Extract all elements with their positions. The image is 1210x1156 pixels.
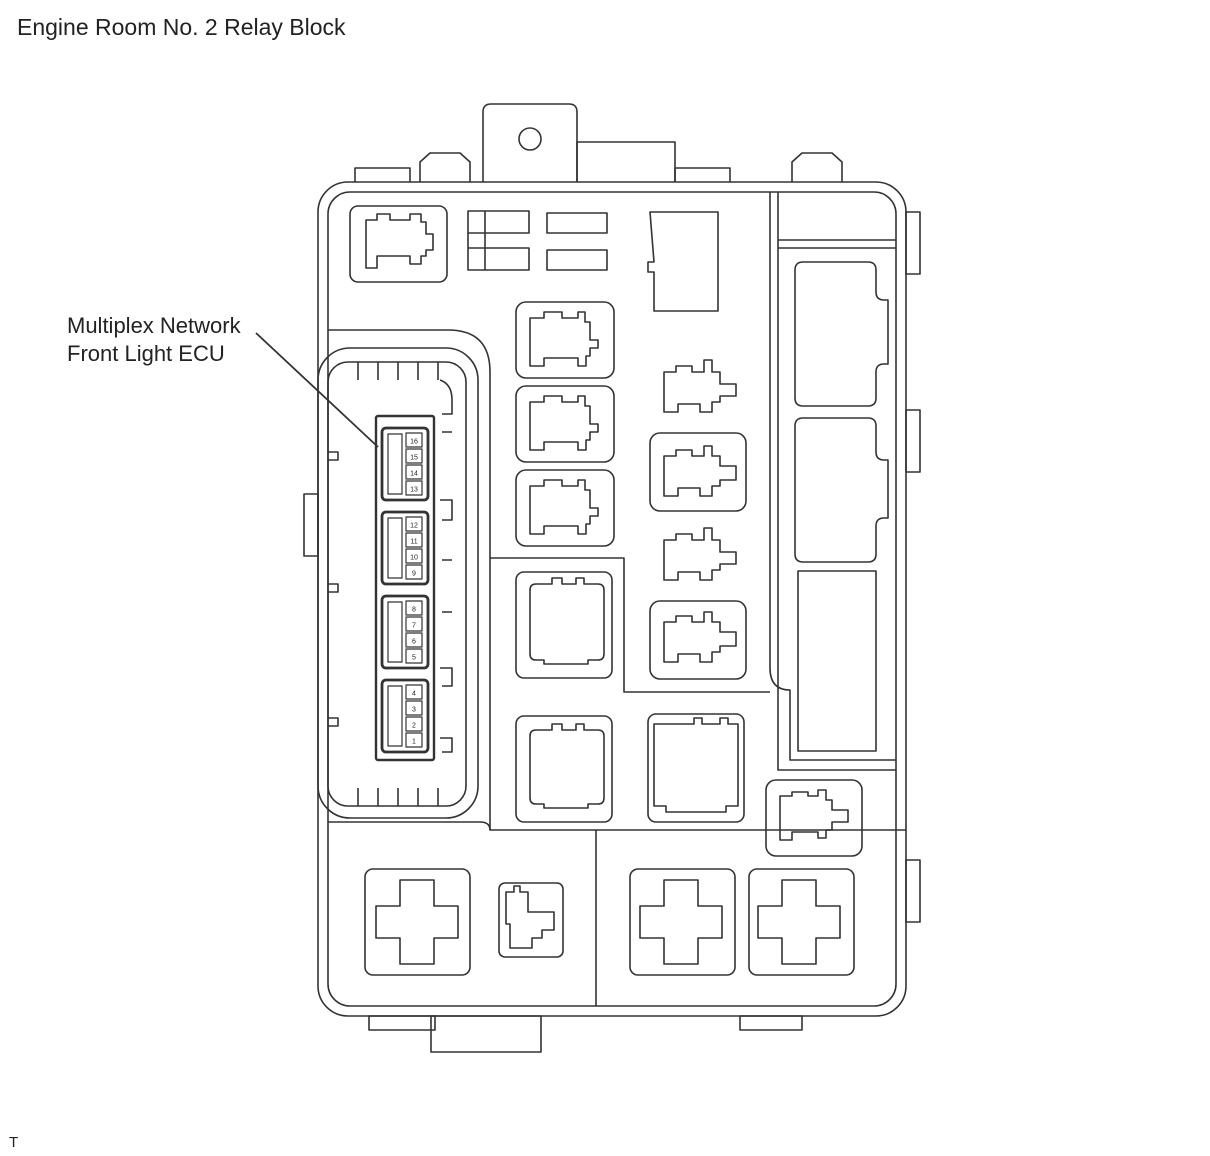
ecu-pin-number: 11 [410, 539, 417, 546]
ecu-pin-number: 8 [412, 607, 416, 614]
small-connector-right [765, 779, 863, 857]
ecu-connector-housing [317, 347, 479, 819]
ecu-pin-cell [405, 432, 423, 448]
bottom-tabs [368, 1015, 803, 1053]
large-relay-sockets [515, 571, 745, 823]
ecu-pin-cell [405, 700, 423, 716]
ecu-pin-cell [405, 600, 423, 616]
top-left-connector [349, 205, 448, 283]
front-light-ecu-connector: 16 15 14 13 12 11 10 9 8 7 6 5 4 3 2 1 [374, 414, 436, 762]
fuse-cavity [647, 211, 719, 312]
ecu-pin-cell [405, 616, 423, 632]
ecu-pin-number: 4 [412, 691, 416, 698]
top-mounting-bracket [354, 103, 843, 182]
callout-leader-line [255, 332, 379, 448]
ecu-pin-cell [405, 564, 423, 580]
bottom-small-socket [498, 882, 564, 958]
callout-line-1: Multiplex Network [67, 313, 241, 338]
ecu-pin-cell [405, 632, 423, 648]
callout-line-2: Front Light ECU [67, 341, 225, 366]
ecu-pin-number: 2 [412, 723, 416, 730]
ecu-group-slot [387, 517, 403, 579]
mini-fuses [467, 210, 608, 271]
ecu-pin-number: 13 [410, 487, 418, 494]
ecu-group-slot [387, 601, 403, 663]
ecu-pin-number: 12 [410, 523, 418, 530]
ecu-pin-cell [405, 548, 423, 564]
ecu-callout-label: Multiplex Network Front Light ECU [67, 312, 241, 368]
footer-code: T [9, 1134, 19, 1151]
ecu-pin-cell [405, 448, 423, 464]
ecu-pin-number: 3 [412, 707, 416, 714]
relay-sockets-right [649, 359, 747, 680]
housing-partitions [328, 192, 906, 1006]
ecu-pin-number: 5 [412, 655, 416, 662]
ecu-pin-cell [405, 716, 423, 732]
ecu-pin-cell [405, 516, 423, 532]
ecu-pin-number: 16 [410, 439, 418, 446]
ecu-pin-number: 1 [412, 739, 416, 746]
ecu-pin-cell [405, 684, 423, 700]
relay-sockets-left [515, 301, 615, 547]
ecu-pin-cell [405, 648, 423, 664]
ecu-pin-number: 7 [412, 623, 416, 630]
ecu-pin-cells: 16 15 14 13 12 11 10 9 8 7 6 5 4 3 2 1 [387, 432, 423, 748]
right-side-cavities [794, 261, 889, 752]
ecu-pin-number: 6 [412, 639, 416, 646]
ecu-pin-cell [405, 480, 423, 496]
ecu-pin-number: 10 [410, 555, 418, 562]
ecu-pin-number: 14 [410, 471, 418, 478]
ecu-pin-cell [405, 732, 423, 748]
ecu-pin-cell [405, 532, 423, 548]
ecu-pin-number: 15 [410, 455, 418, 462]
diagram-title: Engine Room No. 2 Relay Block [17, 14, 346, 40]
bottom-cross-sockets [364, 868, 855, 976]
ecu-pin-number: 9 [412, 571, 416, 578]
ecu-group-slot [387, 433, 403, 495]
ecu-group-slot [387, 685, 403, 747]
ecu-pin-cell [405, 464, 423, 480]
